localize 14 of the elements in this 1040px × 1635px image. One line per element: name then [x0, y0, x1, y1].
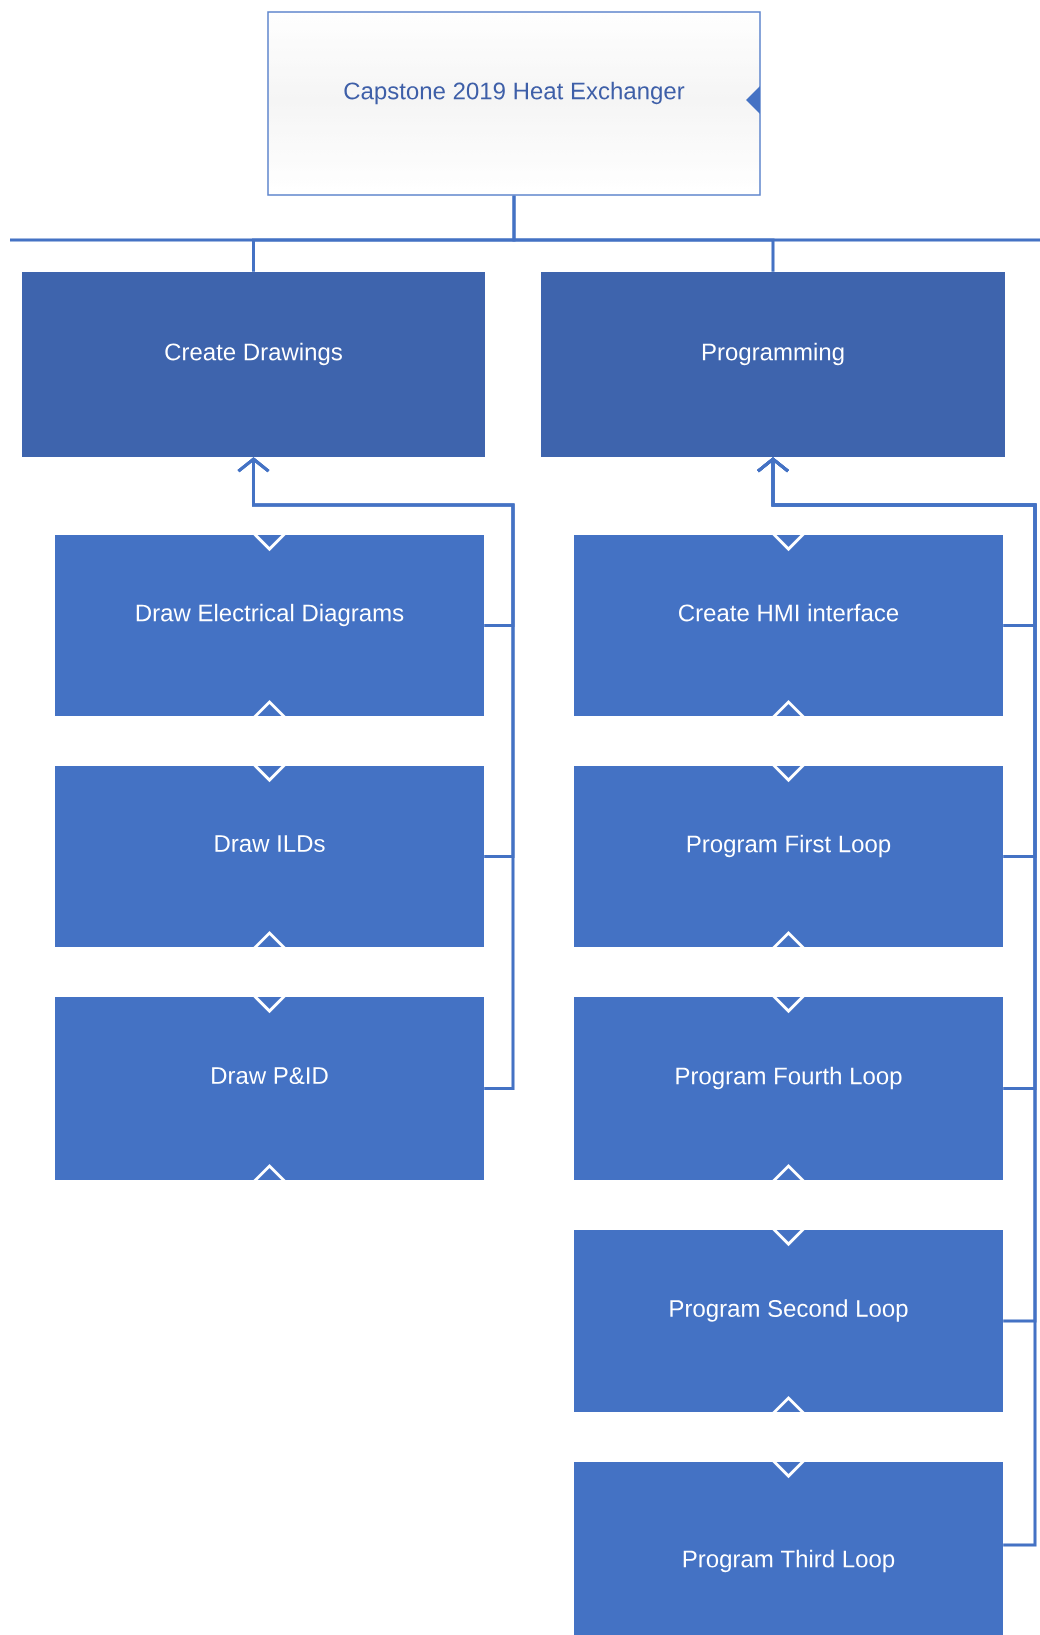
- subtask-box: Program Fourth Loop: [574, 993, 1003, 1184]
- subtask-box: Draw ILDs: [55, 762, 484, 951]
- subtask-box: Program Third Loop: [574, 1458, 1003, 1635]
- task-box: Programming: [541, 272, 1005, 457]
- subtask-box: Program First Loop: [574, 762, 1003, 951]
- subtask-box: Create HMI interface: [574, 531, 1003, 720]
- connector: [237, 457, 515, 1090]
- subtask-box: Program Second Loop: [574, 1226, 1003, 1416]
- subtask-box: Draw P&ID: [55, 993, 484, 1184]
- task-box: Create Drawings: [22, 272, 485, 457]
- connector: [757, 457, 1037, 1547]
- connector: [512, 195, 775, 272]
- subtask-box: Draw Electrical Diagrams: [55, 531, 484, 720]
- title-box: Capstone 2019 Heat Exchanger: [267, 11, 761, 196]
